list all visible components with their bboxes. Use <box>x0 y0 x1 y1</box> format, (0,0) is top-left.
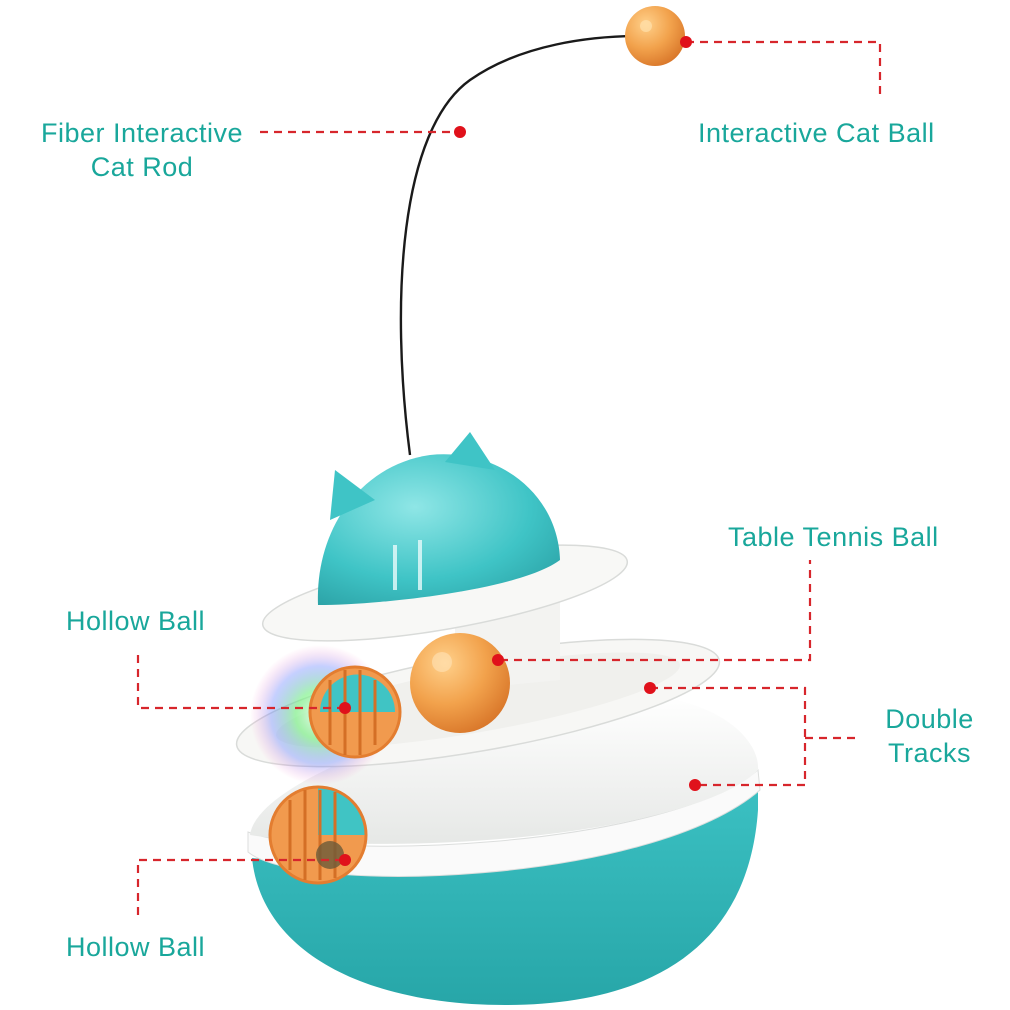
label-fiber-rod-line2: Cat Rod <box>90 152 194 182</box>
marker-dot <box>644 682 656 694</box>
label-table-tennis-ball: Table Tennis Ball <box>728 522 939 552</box>
marker-dot <box>454 126 466 138</box>
leader-interactive-ball <box>686 40 882 98</box>
marker-dot <box>680 36 692 48</box>
label-fiber-rod: Fiber Interactive Cat Rod <box>22 116 262 184</box>
label-fiber-rod-line1: Fiber Interactive <box>40 118 244 148</box>
cat-ear-left <box>330 470 375 520</box>
fiber-rod <box>399 34 651 456</box>
marker-dot <box>689 779 701 791</box>
interactive-cat-ball <box>625 6 685 66</box>
marker-dot <box>339 702 351 714</box>
leader-double-tracks <box>650 686 858 787</box>
cat-ear-right <box>445 432 495 470</box>
label-hollow-ball-upper: Hollow Ball <box>66 606 206 636</box>
white-body <box>250 694 759 844</box>
label-hollow-ball-lower: Hollow Ball <box>66 932 206 962</box>
label-interactive-ball: Interactive Cat Ball <box>698 118 935 148</box>
table-tennis-ball <box>410 633 510 733</box>
label-double-tracks: Double Tracks <box>872 702 987 770</box>
leader-hollow-lower <box>136 858 345 915</box>
marker-dot <box>492 654 504 666</box>
leader-hollow-upper <box>136 655 345 710</box>
marker-dot <box>339 854 351 866</box>
label-double-tracks-line2: Tracks <box>888 738 971 768</box>
leader-table-tennis <box>500 560 812 662</box>
cat-head-dome <box>317 454 560 605</box>
label-double-tracks-line1: Double <box>885 704 974 734</box>
